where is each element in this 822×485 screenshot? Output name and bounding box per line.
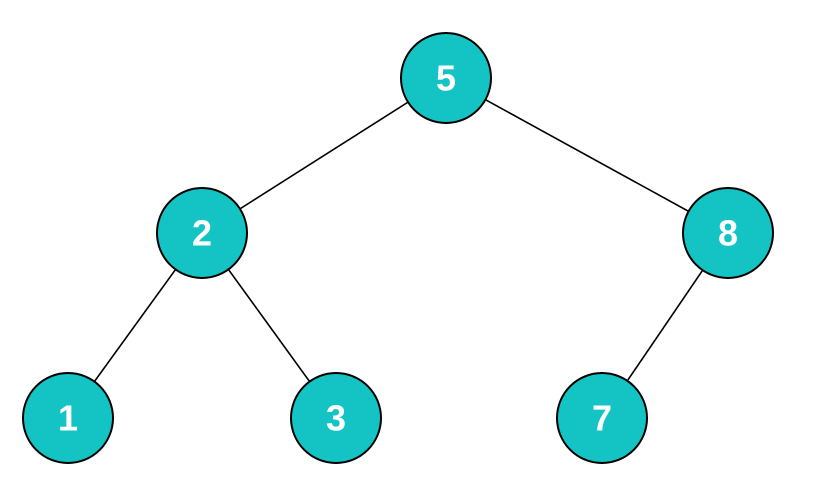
node-5-label: 5 xyxy=(436,58,456,99)
edge-5-2 xyxy=(201,77,447,234)
node-2: 2 xyxy=(156,187,248,279)
node-8: 8 xyxy=(682,187,774,279)
node-2-label: 2 xyxy=(192,213,212,254)
node-3: 3 xyxy=(290,372,382,464)
node-7: 7 xyxy=(556,372,648,464)
edge-5-8 xyxy=(445,77,729,234)
node-3-label: 3 xyxy=(326,398,346,439)
node-1-label: 1 xyxy=(58,398,78,439)
node-1: 1 xyxy=(22,372,114,464)
node-7-circle xyxy=(556,372,648,464)
node-3-circle xyxy=(290,372,382,464)
node-8-circle xyxy=(682,187,774,279)
node-8-label: 8 xyxy=(718,213,738,254)
node-7-label: 7 xyxy=(592,398,612,439)
node-2-circle xyxy=(156,187,248,279)
node-5-circle xyxy=(400,32,492,124)
node-1-circle xyxy=(22,372,114,464)
tree-nodes: 5 2 8 1 3 7 xyxy=(22,32,774,464)
node-5: 5 xyxy=(400,32,492,124)
